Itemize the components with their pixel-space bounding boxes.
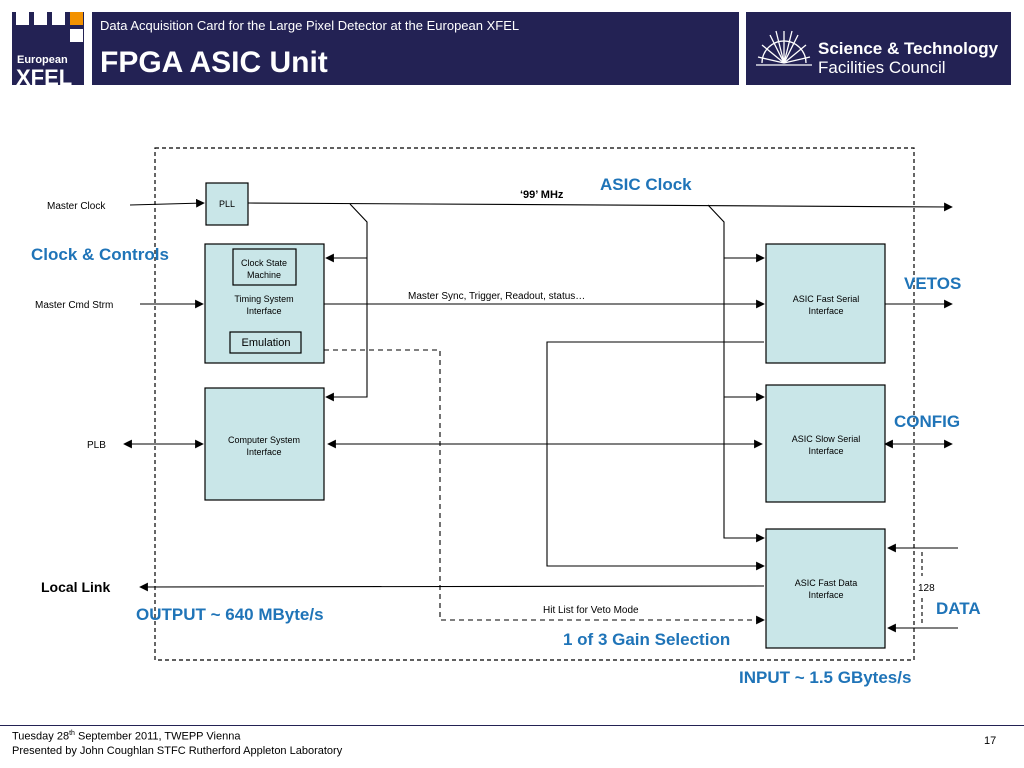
- clock-controls-annotation: Clock & Controls: [31, 245, 169, 264]
- logo-text-xfel: XFEL: [16, 65, 73, 90]
- plb-label: PLB: [87, 440, 106, 451]
- timing-label-2: Interface: [246, 306, 281, 316]
- slow-serial-label-1: ASIC Slow Serial: [792, 434, 861, 444]
- stfc-sunburst-icon: [756, 30, 812, 66]
- logo-square: [52, 12, 65, 25]
- stfc-logo: Science & Technology Facilities Council: [746, 12, 1011, 85]
- fast-serial-label-1: ASIC Fast Serial: [793, 294, 860, 304]
- asic-clock-line: [247, 202, 953, 212]
- logo-square: [34, 12, 47, 25]
- clock-state-label-1: Clock State: [241, 258, 287, 268]
- clock-state-machine-block: [232, 248, 297, 286]
- computer-system-block: [204, 387, 325, 501]
- emulation-block: [229, 331, 302, 354]
- hit-list-label: Hit List for Veto Mode: [543, 605, 639, 616]
- pll-label: PLL: [219, 199, 235, 209]
- master-clock-label: Master Clock: [47, 201, 106, 212]
- master-sync-label: Master Sync, Trigger, Readout, status…: [408, 291, 585, 302]
- asic-fast-data-block: [765, 528, 886, 649]
- computer-label-2: Interface: [246, 447, 281, 457]
- footer-date: Tuesday 28th September 2011, TWEPP Vienn…: [12, 730, 240, 743]
- fast-serial-label-2: Interface: [808, 306, 843, 316]
- page-number: 17: [984, 735, 997, 747]
- logo-text-european: European: [17, 54, 68, 66]
- asic-clock-annotation: ASIC Clock: [600, 175, 692, 194]
- master-cmd-label: Master Cmd Strm: [35, 300, 113, 311]
- mhz-label: ‘99’ MHz: [520, 189, 564, 201]
- stfc-name-line1: Science & Technology: [818, 39, 999, 58]
- timing-label-1: Timing System: [234, 294, 293, 304]
- input-annotation: INPUT ~ 1.5 GBytes/s: [739, 668, 911, 687]
- fpga-asic-diagram: PLL Clock State Machine Timing System In…: [31, 147, 981, 687]
- logo-square-orange: [70, 12, 83, 25]
- master-clock-line: [129, 198, 205, 208]
- fast-data-label-2: Interface: [808, 590, 843, 600]
- fast-data-label-1: ASIC Fast Data: [795, 578, 858, 588]
- fpga-boundary: [154, 147, 915, 661]
- computer-label-1: Computer System: [228, 435, 300, 445]
- asic-fast-serial-block: [765, 243, 886, 364]
- slow-serial-label-2: Interface: [808, 446, 843, 456]
- footer-divider: [0, 725, 1024, 726]
- xfel-logo: European XFEL: [12, 12, 84, 90]
- local-link-line: [139, 582, 765, 592]
- vetos-annotation: VETOS: [904, 274, 961, 293]
- header-subtitle: Data Acquisition Card for the Large Pixe…: [100, 18, 520, 33]
- data-annotation: DATA: [936, 599, 981, 618]
- local-link-label: Local Link: [41, 579, 110, 595]
- page-title: FPGA ASIC Unit: [100, 46, 328, 79]
- gain-selection-line: [546, 341, 765, 571]
- footer-date-post: September 2011, TWEPP Vienna: [74, 730, 241, 743]
- logo-square: [70, 29, 83, 42]
- output-annotation: OUTPUT ~ 640 MByte/s: [136, 605, 324, 624]
- footer-date-pre: Tuesday 28: [12, 730, 70, 743]
- clock-to-computer-line: [325, 203, 368, 402]
- hit-list-line: [324, 349, 765, 625]
- clock-to-fast-data-line: [707, 204, 765, 543]
- pll-block: [205, 182, 249, 226]
- logo-square: [16, 12, 29, 25]
- footer-date-sup: th: [69, 730, 75, 737]
- gain-selection-annotation: 1 of 3 Gain Selection: [563, 630, 730, 649]
- footer-presenter: Presented by John Coughlan STFC Rutherfo…: [12, 745, 343, 757]
- config-annotation: CONFIG: [894, 412, 960, 431]
- stfc-name-line2: Facilities Council: [818, 58, 946, 77]
- header-bar: Data Acquisition Card for the Large Pixe…: [92, 12, 739, 85]
- clock-state-label-2: Machine: [247, 270, 281, 280]
- bus-width-label: 128: [918, 583, 935, 594]
- emulation-label: Emulation: [242, 337, 291, 349]
